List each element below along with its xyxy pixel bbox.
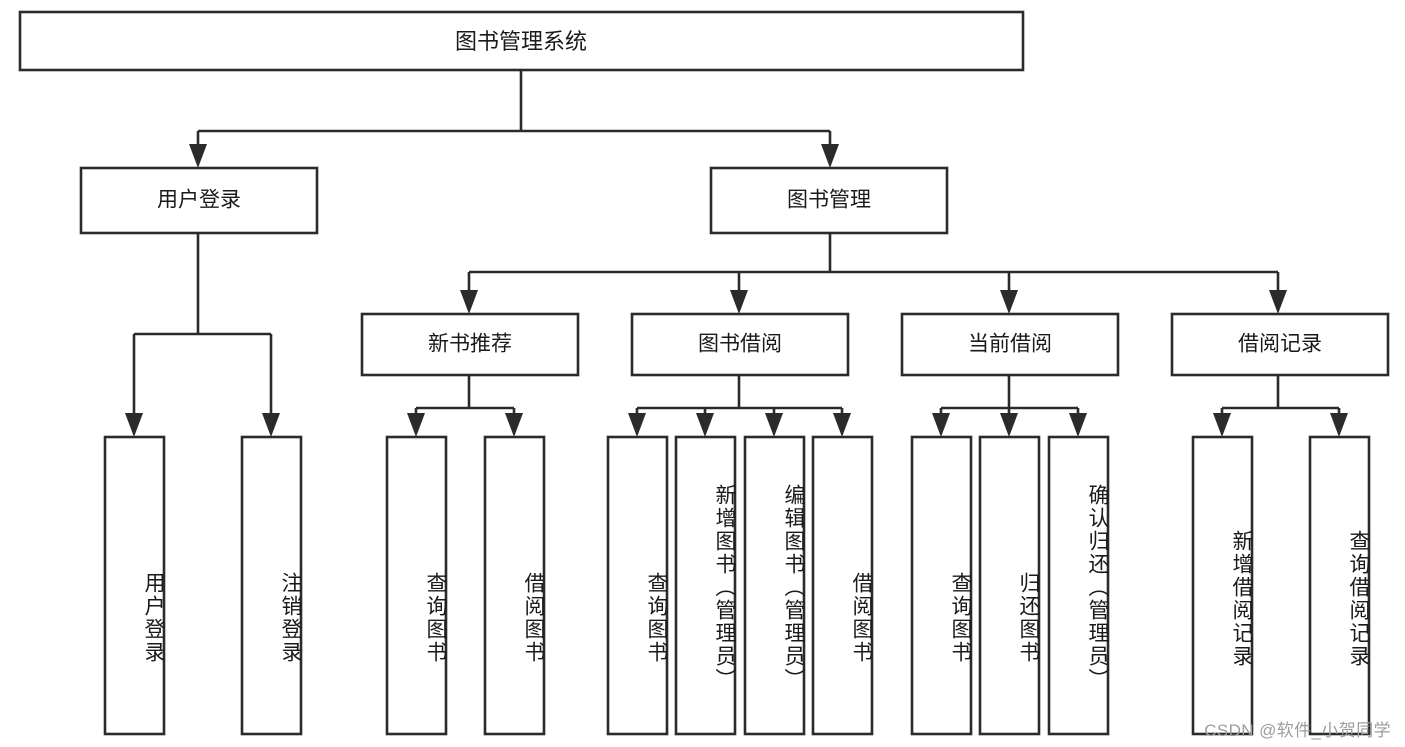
node-root-box[interactable] bbox=[18, 10, 1025, 72]
leaf-logout-login-box[interactable] bbox=[240, 435, 303, 736]
connector-userlogin-to-leaves bbox=[132, 233, 273, 418]
arrow-book-management bbox=[821, 144, 839, 168]
arrow-leaf-borrow-book-1 bbox=[505, 413, 523, 437]
node-new-book-recommend[interactable]: 新书推荐 bbox=[360, 312, 580, 377]
arrow-current-borrow bbox=[1000, 290, 1018, 314]
node-borrow-record[interactable]: 借阅记录 bbox=[1170, 312, 1390, 377]
node-borrow-record-label: 借阅记录 bbox=[1238, 333, 1322, 356]
leaf-user-login-box[interactable] bbox=[103, 435, 166, 736]
leaf-query-book-1-box[interactable] bbox=[385, 435, 448, 736]
node-current-borrow-label: 当前借阅 bbox=[968, 333, 1052, 356]
arrow-leaf-logout-login bbox=[262, 413, 280, 437]
arrow-borrow-record bbox=[1269, 290, 1287, 314]
node-current-borrow-box[interactable] bbox=[900, 312, 1120, 377]
arrow-book-borrow bbox=[730, 290, 748, 314]
node-user-login-label: 用户登录 bbox=[157, 189, 241, 212]
connector-bookborrow-to-leaves bbox=[635, 375, 844, 418]
arrow-leaf-edit-book bbox=[765, 413, 783, 437]
arrow-leaf-query-book-1 bbox=[407, 413, 425, 437]
node-user-login-box[interactable] bbox=[79, 166, 319, 235]
leaf-query-book-3-box[interactable] bbox=[910, 435, 973, 736]
leaf-boxes-layer bbox=[103, 435, 1371, 736]
leaf-query-book-2-box[interactable] bbox=[606, 435, 669, 736]
connectors-layer bbox=[125, 70, 1348, 437]
node-root-label: 图书管理系统 bbox=[455, 29, 587, 54]
leaf-edit-book-box[interactable] bbox=[743, 435, 806, 736]
arrow-leaf-query-book-2 bbox=[628, 413, 646, 437]
node-current-borrow[interactable]: 当前借阅 bbox=[900, 312, 1120, 377]
arrow-leaf-user-login bbox=[125, 413, 143, 437]
connector-newbook-to-leaves bbox=[414, 375, 516, 418]
node-user-login[interactable]: 用户登录 bbox=[79, 166, 319, 235]
node-book-borrow-box[interactable] bbox=[630, 312, 850, 377]
arrow-leaf-confirm-return bbox=[1069, 413, 1087, 437]
node-book-management-box[interactable] bbox=[709, 166, 949, 235]
arrow-user-login bbox=[189, 144, 207, 168]
node-borrow-record-box[interactable] bbox=[1170, 312, 1390, 377]
node-book-management[interactable]: 图书管理 bbox=[709, 166, 949, 235]
node-book-management-label: 图书管理 bbox=[787, 189, 871, 212]
connector-currentborrow-to-leaves bbox=[939, 375, 1080, 418]
arrow-new-book-recommend bbox=[460, 290, 478, 314]
leaf-return-book-box[interactable] bbox=[978, 435, 1041, 736]
connector-borrowrecord-to-leaves bbox=[1220, 375, 1341, 418]
leaf-query-record-box[interactable] bbox=[1308, 435, 1371, 736]
leaf-borrow-book-2-box[interactable] bbox=[811, 435, 874, 736]
leaf-borrow-book-1-box[interactable] bbox=[483, 435, 546, 736]
node-root[interactable]: 图书管理系统 bbox=[18, 10, 1025, 72]
connector-root-to-level2 bbox=[196, 70, 832, 150]
watermark-text: CSDN @软件_小贺同学 bbox=[1204, 721, 1391, 740]
leaf-add-book-box[interactable] bbox=[674, 435, 737, 736]
leaf-confirm-return-box[interactable] bbox=[1047, 435, 1110, 736]
arrow-leaf-add-book bbox=[696, 413, 714, 437]
arrow-leaf-add-record bbox=[1213, 413, 1231, 437]
leaf-add-record-box[interactable] bbox=[1191, 435, 1254, 736]
arrow-leaf-query-record bbox=[1330, 413, 1348, 437]
arrow-leaf-return-book bbox=[1000, 413, 1018, 437]
arrow-leaf-query-book-3 bbox=[932, 413, 950, 437]
node-new-book-recommend-label: 新书推荐 bbox=[428, 333, 512, 356]
connector-bookmgmt-to-level3 bbox=[467, 233, 1280, 295]
node-book-borrow[interactable]: 图书借阅 bbox=[630, 312, 850, 377]
node-new-book-recommend-box[interactable] bbox=[360, 312, 580, 377]
node-book-borrow-label: 图书借阅 bbox=[698, 333, 782, 356]
arrow-leaf-borrow-book-2 bbox=[833, 413, 851, 437]
